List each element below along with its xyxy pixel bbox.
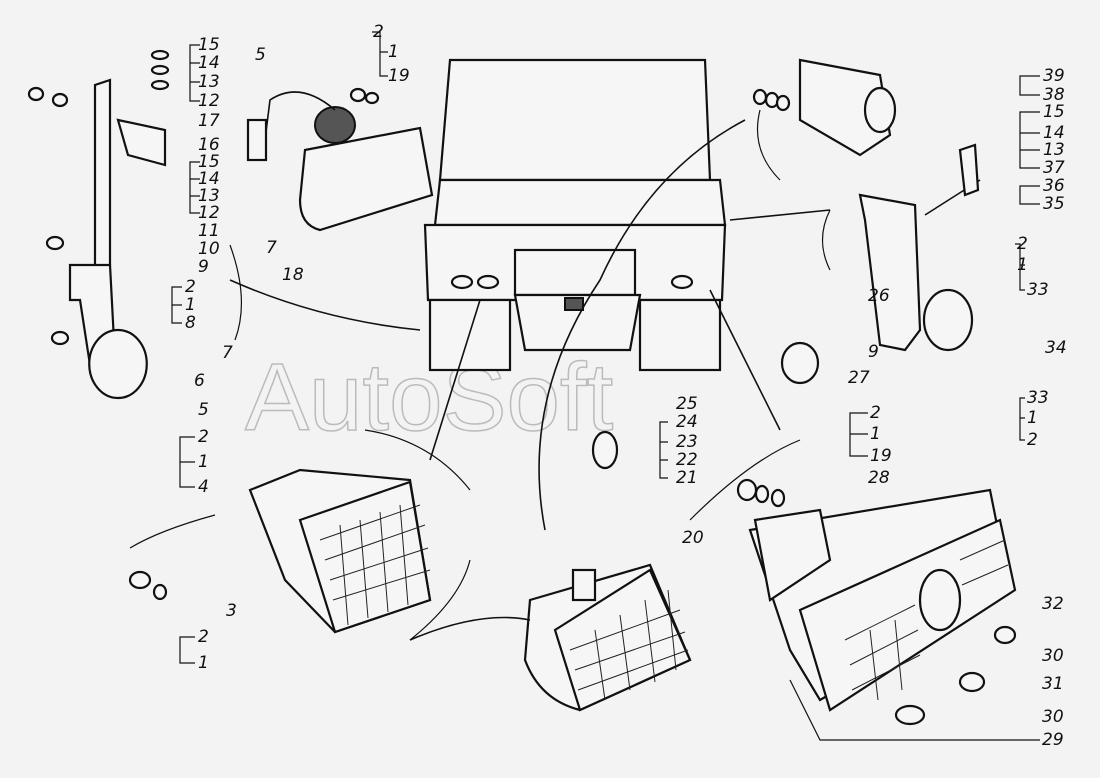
callout-label: 1 — [198, 452, 209, 472]
callout-label: 33 — [1027, 388, 1049, 408]
rear-lamp-centre — [409, 430, 692, 712]
callout-label: 32 — [1042, 594, 1064, 614]
callout-label: 39 — [1043, 66, 1065, 86]
callout-label: 24 — [676, 412, 698, 432]
callout-label: 14 — [198, 53, 220, 73]
callout-label: 14 — [198, 169, 220, 189]
callout-label: 15 — [1043, 102, 1065, 122]
callout-label: 12 — [198, 203, 220, 223]
licence-plate-lamp — [246, 87, 434, 232]
rear-lamp-right — [736, 478, 1017, 726]
mounting-bracket-left — [27, 49, 170, 400]
callout-label: 23 — [676, 432, 698, 452]
callout-label: 5 — [255, 45, 266, 65]
callout-label: 1 — [1017, 255, 1028, 275]
callout-label: 20 — [682, 528, 704, 548]
callout-label: 9 — [198, 257, 209, 277]
callout-label: 36 — [1043, 176, 1065, 196]
callout-label: 14 — [1043, 123, 1065, 143]
callout-label: 6 — [194, 371, 205, 391]
callout-label: 37 — [1043, 158, 1065, 178]
callout-label: 7 — [222, 343, 233, 363]
callout-label: 30 — [1042, 646, 1064, 666]
callout-label: 19 — [388, 66, 410, 86]
callout-label: 2 — [185, 277, 196, 297]
callout-label: 21 — [676, 468, 698, 488]
callout-label: 2 — [373, 22, 384, 42]
callout-label: 2 — [198, 627, 209, 647]
callout-label: 17 — [198, 111, 220, 131]
callout-label: 7 — [266, 238, 277, 258]
callout-label: 12 — [198, 91, 220, 111]
plug-socket — [752, 58, 981, 385]
callout-label: 1 — [198, 653, 209, 673]
callout-labels: 1514131217161514131211109218675214321521… — [185, 22, 1067, 750]
callout-label: 5 — [198, 400, 209, 420]
callout-label: 4 — [198, 477, 209, 497]
callout-label: 15 — [198, 152, 220, 172]
callout-label: 13 — [198, 72, 220, 92]
callout-label: 35 — [1043, 194, 1065, 214]
callout-label: 10 — [198, 239, 220, 259]
callout-label: 30 — [1042, 707, 1064, 727]
callout-label: 13 — [1043, 140, 1065, 160]
rear-lamp-left — [128, 468, 432, 634]
callout-label: 15 — [198, 35, 220, 55]
callout-label: 2 — [1017, 234, 1028, 254]
callout-label: 22 — [676, 450, 698, 470]
callout-label: 1 — [1027, 408, 1038, 428]
callout-label: 33 — [1027, 280, 1049, 300]
callout-label: 18 — [282, 265, 304, 285]
callout-label: 31 — [1042, 674, 1064, 694]
callout-label: 28 — [868, 468, 890, 488]
callout-label: 27 — [848, 368, 870, 388]
callout-label: 34 — [1045, 338, 1067, 358]
leader-lines — [129, 31, 1040, 741]
callout-label: 38 — [1043, 85, 1065, 105]
callout-label: 29 — [1042, 730, 1064, 750]
truck-rear — [423, 58, 727, 372]
callout-label: 11 — [198, 221, 220, 241]
callout-label: 26 — [868, 286, 890, 306]
callout-label: 19 — [870, 446, 892, 466]
callout-label: 2 — [870, 403, 881, 423]
callout-label: 9 — [868, 342, 879, 362]
callout-label: 13 — [198, 186, 220, 206]
callout-label: 2 — [198, 427, 209, 447]
callout-label: 2 — [1027, 430, 1038, 450]
callout-label: 16 — [198, 135, 220, 155]
callout-label: 1 — [185, 295, 196, 315]
callout-label: 1 — [388, 42, 399, 62]
callout-label: 1 — [870, 424, 881, 444]
callout-label: 25 — [676, 394, 698, 414]
callout-label: 8 — [185, 313, 196, 333]
callout-label: 3 — [226, 601, 237, 621]
